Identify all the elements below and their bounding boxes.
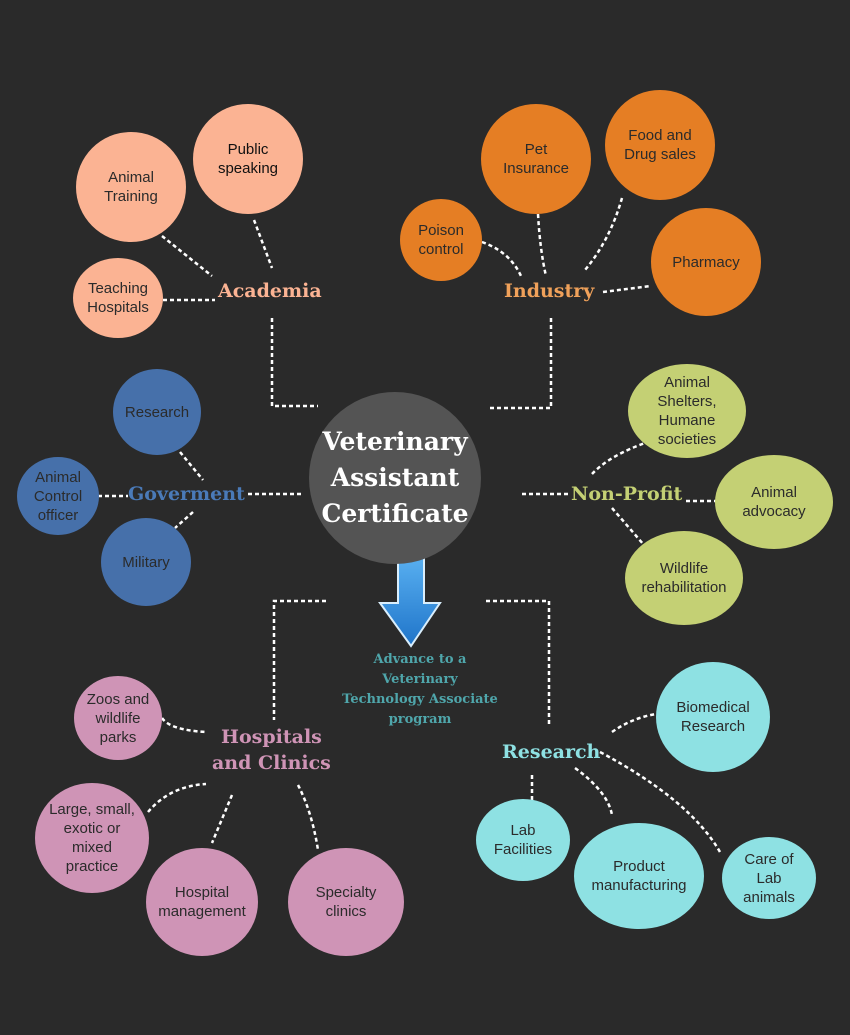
connector-research-care-lab (599, 750, 722, 853)
connector-research-center (486, 599, 551, 725)
branch-hospitals-label: Hospitals and Clinics (212, 726, 331, 774)
node-animal-advocacy: Animal advocacy (715, 455, 833, 549)
branch-academia-label: Academia (218, 280, 322, 302)
connector-nonprofit-wildlife (611, 507, 645, 546)
node-government-research: Research (113, 369, 201, 455)
node-large-small-practice: Large, small, exotic or mixed practice (35, 783, 149, 893)
connector-academia-animal-training (161, 235, 213, 277)
node-military: Military (101, 518, 191, 606)
branch-research-label: Research (502, 741, 601, 763)
connector-industry-food-drug (584, 197, 624, 271)
connector-industry-center (490, 318, 553, 410)
connector-industry-poison-control (481, 240, 523, 277)
branch-industry-label: Industry (504, 280, 595, 302)
node-pharmacy: Pharmacy (651, 208, 761, 316)
node-pet-insurance: Pet Insurance (481, 104, 591, 214)
node-animal-training: Animal Training (76, 132, 186, 242)
node-public-speaking: Public speaking (193, 104, 303, 214)
connector-government-military (174, 511, 194, 529)
connector-hospitals-zoos (160, 717, 207, 734)
node-biomedical-research: Biomedical Research (656, 662, 770, 772)
node-product-manufacturing: Product manufacturing (574, 823, 704, 929)
node-teaching-hospitals: Teaching Hospitals (73, 258, 163, 338)
connector-industry-pet-insurance (536, 213, 548, 277)
branch-government-label: Goverment (128, 483, 245, 505)
node-poison-control: Poison control (400, 199, 482, 281)
connector-hospitals-large-small (147, 782, 207, 813)
connector-academia-center (270, 318, 318, 408)
connector-research-biomedical (611, 712, 657, 734)
advance-label: Advance to a Veterinary Technology Assoc… (342, 652, 498, 727)
node-hospital-management: Hospital management (146, 848, 258, 956)
node-specialty-clinics: Specialty clinics (288, 848, 404, 956)
connector-government-research (179, 451, 204, 481)
connector-research-product (574, 766, 614, 816)
connector-hospitals-center (272, 599, 326, 720)
connector-lines (98, 197, 722, 853)
center-label: Veterinary Assistant Certificate (321, 427, 469, 528)
connector-nonprofit-shelters (591, 440, 649, 475)
connector-academia-public-speaking (252, 219, 274, 269)
node-care-of-lab-animals: Care of Lab animals (722, 837, 816, 919)
node-animal-control-officer: Animal Control officer (17, 457, 99, 535)
node-food-drug-sales: Food and Drug sales (605, 90, 715, 200)
node-wildlife-rehabilitation: Wildlife rehabilitation (625, 531, 743, 625)
connector-industry-pharmacy (602, 284, 652, 294)
node-animal-shelters: Animal Shelters, Humane societies (628, 364, 746, 458)
node-lab-facilities: Lab Facilities (476, 799, 570, 881)
connector-hospitals-specialty (296, 784, 320, 851)
branch-nonprofit-label: Non-Profit (571, 483, 683, 505)
node-zoos-wildlife-parks: Zoos and wildlife parks (74, 676, 162, 760)
connector-hospitals-management (210, 794, 234, 844)
center-node: Veterinary Assistant Certificate (309, 392, 481, 564)
